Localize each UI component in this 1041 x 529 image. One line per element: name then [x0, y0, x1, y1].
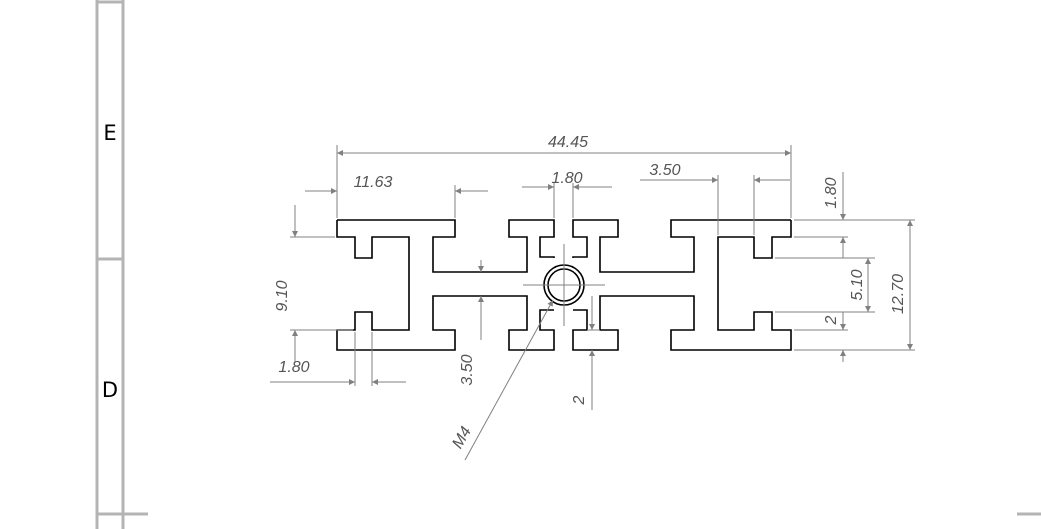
- dim-inner-height: 9.10: [274, 280, 291, 311]
- dim-slot-depth: 5.10: [849, 269, 866, 300]
- left-end-profile: [336, 219, 555, 351]
- dim-flange-thickness: 1.80: [823, 177, 840, 208]
- zone-label-d: D: [102, 378, 118, 402]
- dim-lower-lip: 2: [571, 395, 588, 405]
- dim-center-slot-width: 1.80: [551, 170, 582, 187]
- right-end-profile: [572, 219, 792, 351]
- dim-overall-height: 12.70: [890, 274, 907, 314]
- dim-overall-width: 44.45: [548, 134, 588, 151]
- dim-lip-height: 2: [823, 315, 840, 325]
- dim-thread-callout: M4: [449, 424, 475, 452]
- dim-end-width: 11.63: [354, 174, 393, 191]
- dim-left-slot-width: 1.80: [278, 359, 309, 376]
- dimension-lines: [270, 145, 915, 461]
- sheet-border: [95, 0, 1041, 529]
- profile-outline: [336, 219, 792, 351]
- zone-label-e: E: [103, 121, 116, 145]
- dim-web-offset: 3.50: [459, 354, 476, 385]
- dim-slot-offset: 3.50: [649, 162, 680, 179]
